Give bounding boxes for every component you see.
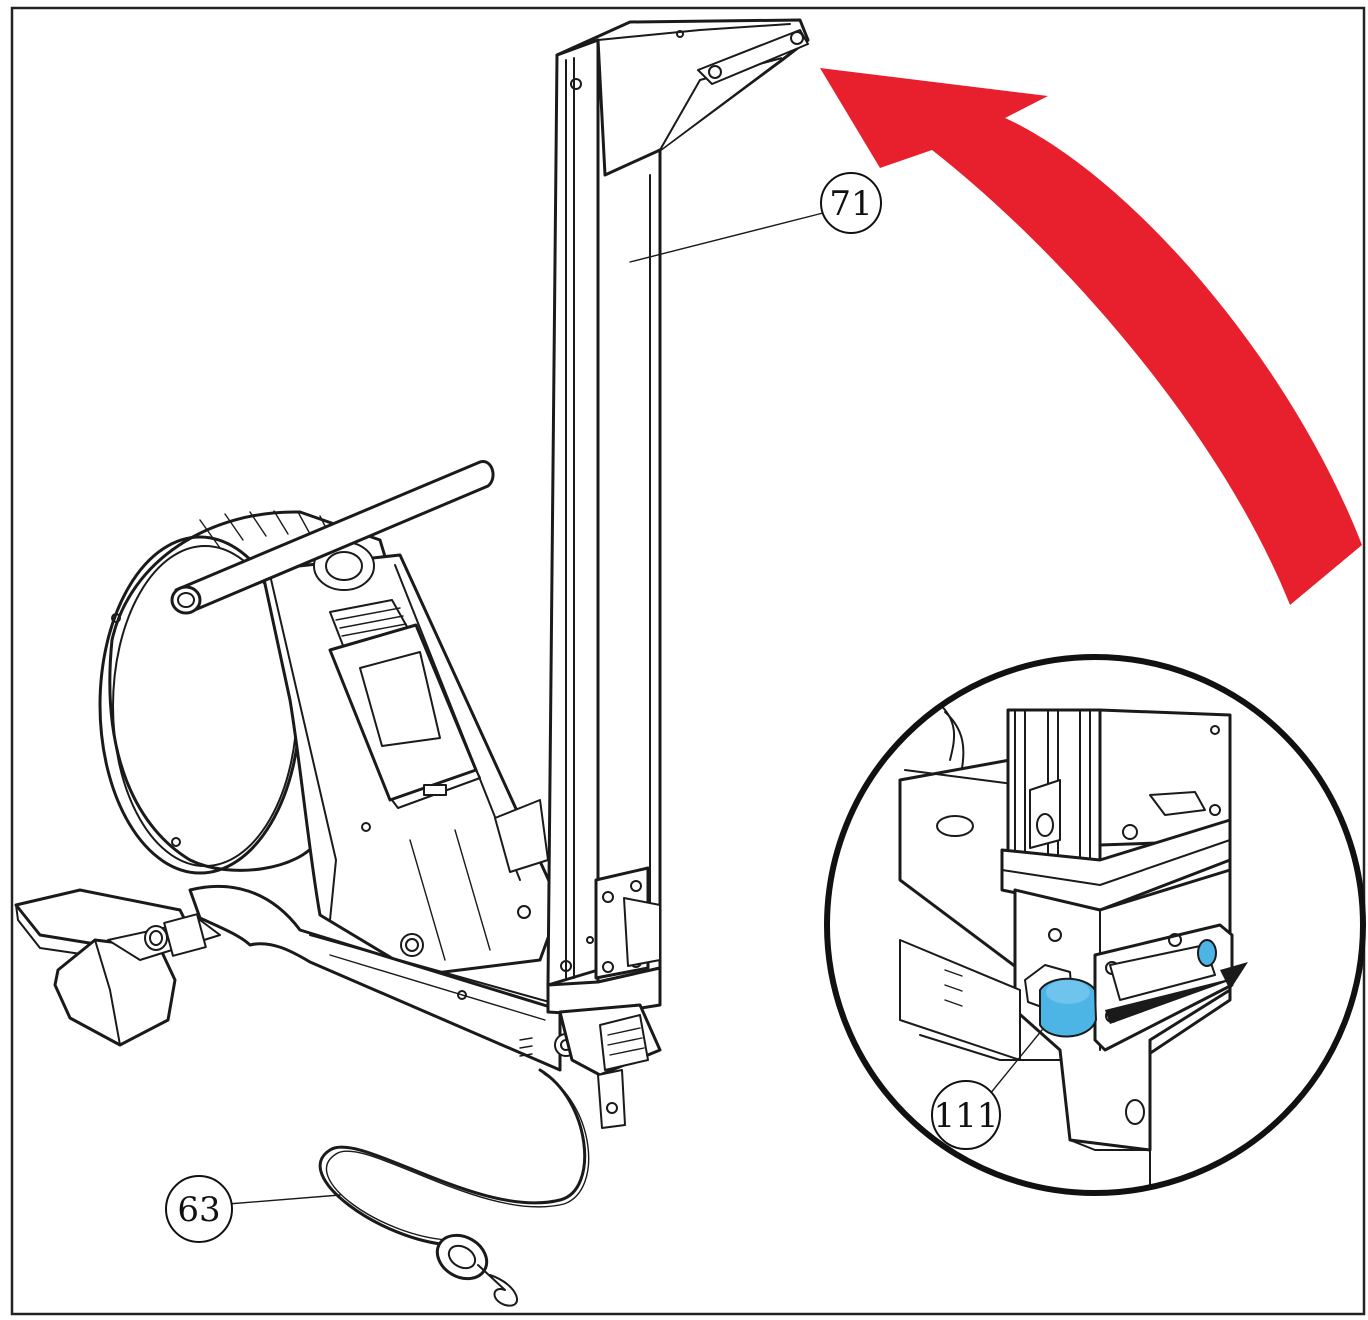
leader-line-63	[227, 1194, 341, 1205]
rail-part-71	[546, 18, 810, 1129]
leader-line-71	[629, 212, 824, 263]
curved-arrow-icon	[820, 68, 1362, 605]
callout-111-label: 111	[934, 1096, 999, 1136]
callout-63: 63	[165, 1175, 233, 1243]
callout-111: 111	[931, 1080, 1001, 1150]
callout-71: 71	[820, 172, 882, 234]
cable-part-63	[318, 1068, 590, 1307]
figure-border	[10, 6, 1366, 1316]
pull-arrow-icon	[1105, 962, 1248, 1024]
callout-63-label: 63	[177, 1190, 220, 1230]
leader-line-111	[984, 1029, 1043, 1101]
detail-inset	[824, 654, 1366, 1196]
rower-machine	[14, 460, 578, 1072]
callout-71-label: 71	[829, 184, 872, 224]
